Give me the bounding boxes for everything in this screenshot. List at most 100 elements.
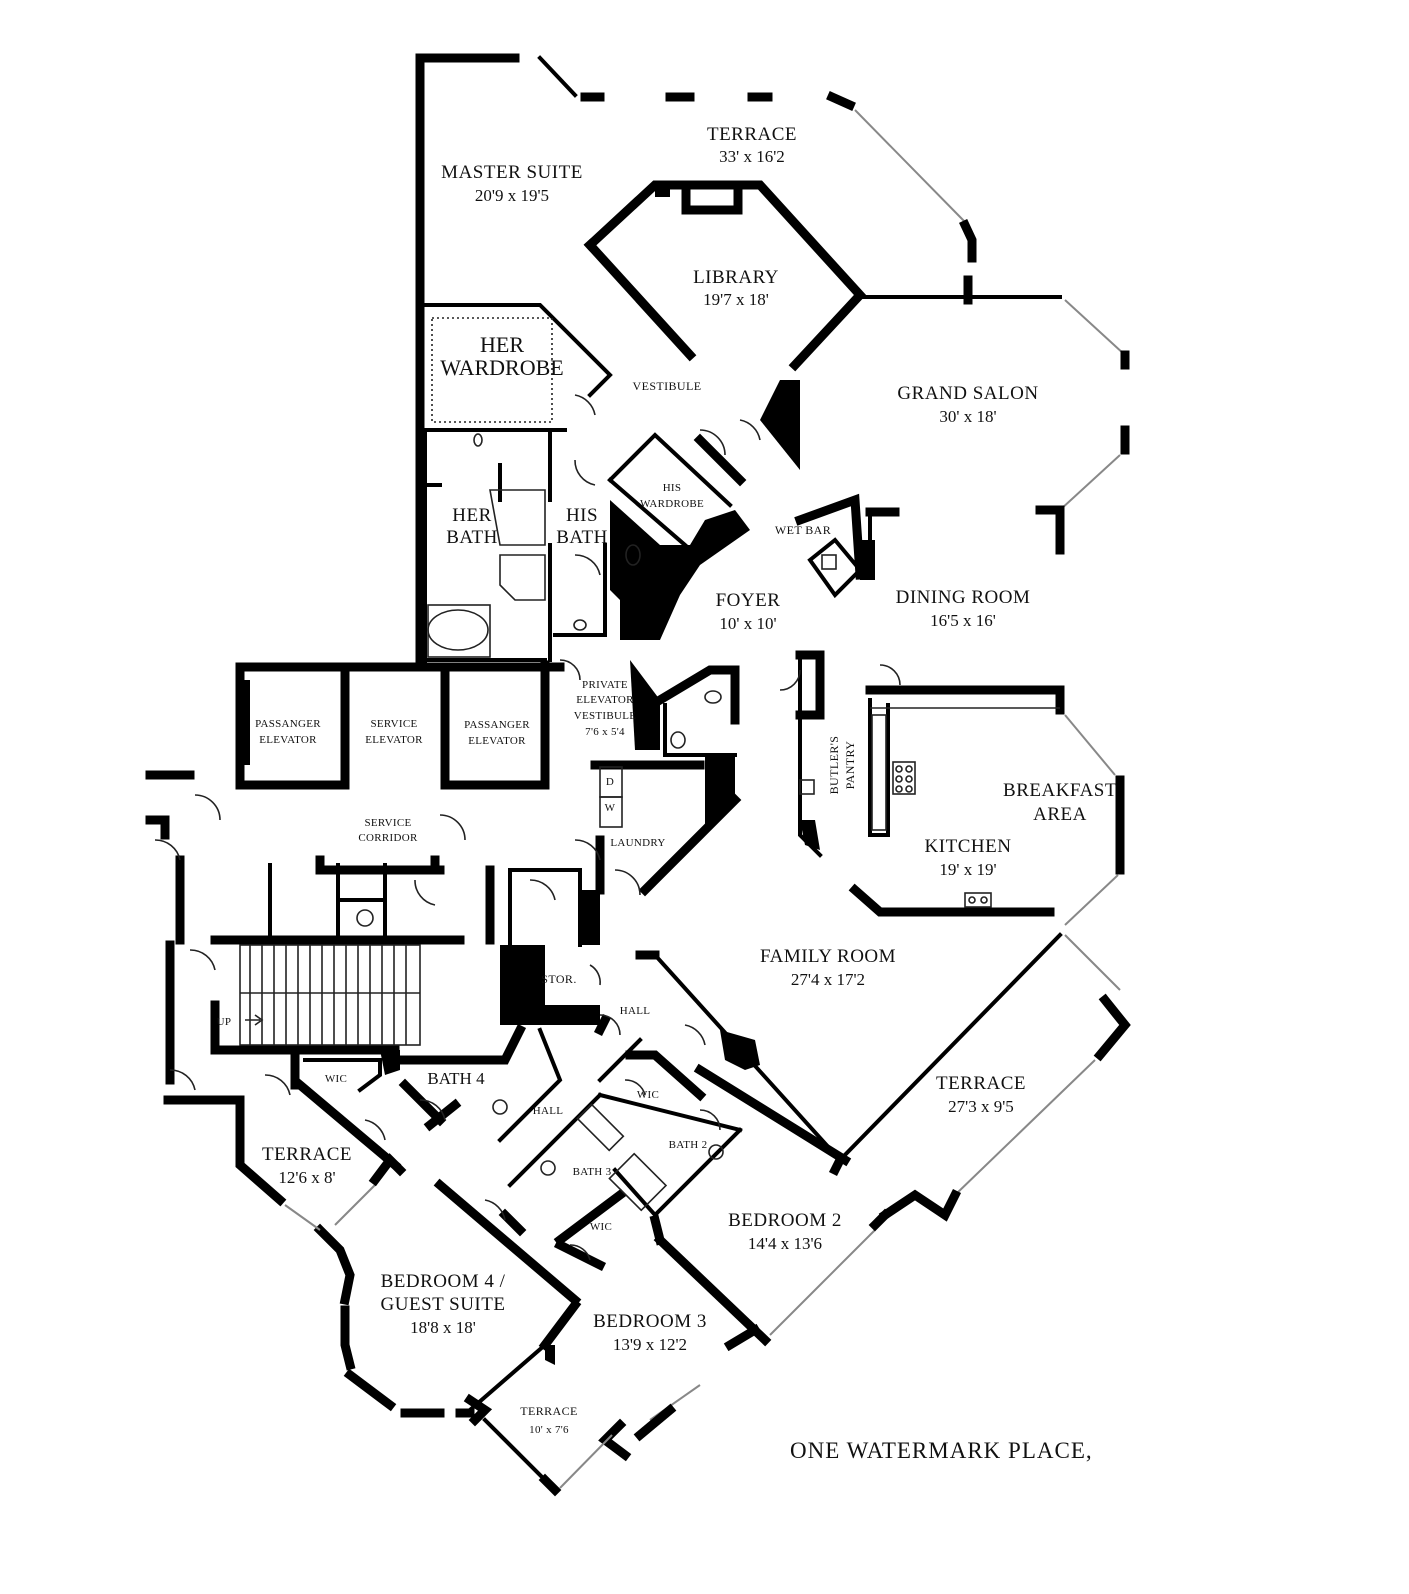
room-name: KITCHEN (925, 836, 1012, 857)
room-name: FOYER (716, 590, 781, 611)
plan-caption: ONE WATERMARK PLACE, (790, 1438, 1093, 1463)
room-bath2: BATH 2 (669, 1139, 708, 1151)
room-dims: 7'6 x 5'4 (585, 726, 625, 738)
staircase (239, 944, 421, 1046)
room-passanger-elevator-2: PASSANGER ELEVATOR (464, 719, 530, 747)
room-wic: WIC (590, 1221, 612, 1233)
room-name: PASSANGER (255, 718, 321, 730)
room-hall: HALL (620, 1005, 651, 1017)
room-name: TERRACE (520, 1404, 577, 1418)
room-name: HER (480, 332, 524, 357)
room-name: CORRIDOR (358, 832, 418, 844)
room-name: WARDROBE (440, 355, 563, 380)
fixtures (154, 317, 1060, 1261)
room-bedroom3: BEDROOM 3 13'9 x 12'2 (593, 1311, 707, 1354)
room-name: PRIVATE (582, 679, 628, 691)
laundry-washer-label: W (605, 802, 616, 814)
room-name: BEDROOM 2 (728, 1210, 842, 1231)
room-breakfast-area: BREAKFAST AREA (1003, 780, 1117, 825)
room-name: PASSANGER (464, 719, 530, 731)
room-name: BUTLER'S (827, 736, 841, 795)
room-name: MASTER SUITE (441, 162, 583, 183)
room-name: SERVICE (364, 817, 411, 829)
room-his-wardrobe: HIS WARDROBE (640, 482, 704, 510)
room-dims: 33' x 16'2 (719, 147, 785, 166)
room-dims: 13'9 x 12'2 (613, 1335, 687, 1354)
room-dims: 20'9 x 19'5 (475, 186, 549, 205)
room-name: BATH (446, 527, 498, 548)
room-labels: TERRACE 33' x 16'2 MASTER SUITE 20'9 x 1… (217, 124, 1117, 1436)
room-terrace-top: TERRACE 33' x 16'2 (707, 124, 797, 166)
room-service-corridor: SERVICE CORRIDOR (358, 817, 418, 844)
room-name: ELEVATOR (468, 735, 526, 747)
room-name: BEDROOM 3 (593, 1311, 707, 1332)
room-stor: STOR. (541, 972, 576, 986)
room-bedroom4: BEDROOM 4 / GUEST SUITE 18'8 x 18' (381, 1271, 506, 1337)
room-dims: 16'5 x 16' (930, 611, 996, 630)
room-name: VESTIBULE (574, 710, 637, 722)
room-dims: 27'4 x 17'2 (791, 970, 865, 989)
room-kitchen: KITCHEN 19' x 19' (925, 836, 1012, 879)
room-wic: WIC (637, 1089, 659, 1101)
room-dims: 30' x 18' (939, 407, 996, 426)
room-dims: 14'4 x 13'6 (748, 1234, 822, 1253)
room-dims: 19'7 x 18' (703, 290, 769, 309)
room-dining-room: DINING ROOM 16'5 x 16' (896, 587, 1031, 630)
room-butlers-pantry: BUTLER'S PANTRY (827, 736, 857, 795)
room-master-suite: MASTER SUITE 20'9 x 19'5 (441, 162, 583, 205)
room-foyer: FOYER 10' x 10' (716, 590, 781, 633)
room-passanger-elevator-1: PASSANGER ELEVATOR (255, 718, 321, 746)
room-name: GUEST SUITE (381, 1294, 506, 1315)
room-service-elevator: SERVICE ELEVATOR (365, 718, 423, 746)
room-name: HER (452, 505, 492, 526)
room-name: HIS (663, 482, 682, 494)
room-terrace-bottom: TERRACE 10' x 7'6 (520, 1404, 577, 1436)
room-name: SERVICE (370, 718, 417, 730)
room-private-elevator-vestibule: PRIVATE ELEVATOR VESTIBULE 7'6 x 5'4 (574, 679, 637, 738)
room-name: FAMILY ROOM (760, 946, 896, 967)
room-name: DINING ROOM (896, 587, 1031, 608)
room-name: LAUNDRY (610, 837, 665, 849)
room-name: BATH (556, 527, 608, 548)
room-name: ELEVATOR (259, 734, 317, 746)
room-name: WARDROBE (640, 498, 704, 510)
room-name: TERRACE (262, 1144, 352, 1165)
room-dims: 10' x 10' (719, 614, 776, 633)
room-terrace-right: TERRACE 27'3 x 9'5 (936, 1073, 1026, 1116)
room-name: ELEVATOR (576, 694, 634, 706)
exterior-walls (145, 53, 1131, 1497)
room-name: TERRACE (707, 124, 797, 145)
room-library: LIBRARY 19'7 x 18' (693, 267, 779, 309)
room-family-room: FAMILY ROOM 27'4 x 17'2 (760, 946, 896, 989)
room-wet-bar: WET BAR (775, 523, 831, 537)
room-hall: HALL (533, 1105, 564, 1117)
room-name: TERRACE (936, 1073, 1026, 1094)
room-dims: 12'6 x 8' (278, 1168, 335, 1187)
room-name: HIS (566, 505, 598, 526)
room-her-bath: HER BATH (446, 505, 498, 548)
solid-masonry (240, 187, 875, 1365)
room-name: AREA (1033, 804, 1087, 825)
room-name: BREAKFAST (1003, 780, 1117, 801)
room-vestibule: VESTIBULE (633, 379, 702, 393)
room-bedroom2: BEDROOM 2 14'4 x 13'6 (728, 1210, 842, 1253)
room-name: LIBRARY (693, 267, 779, 288)
laundry-dryer-label: D (606, 776, 614, 788)
room-his-bath: HIS BATH (556, 505, 608, 548)
room-name: PANTRY (843, 741, 857, 790)
room-bath3: BATH 3 (573, 1166, 612, 1178)
room-terrace-left: TERRACE 12'6 x 8' (262, 1144, 352, 1187)
room-dims: 18'8 x 18' (410, 1318, 476, 1337)
room-bath4: BATH 4 (427, 1069, 485, 1088)
room-grand-salon: GRAND SALON 30' x 18' (897, 383, 1038, 426)
room-dims: 27'3 x 9'5 (948, 1097, 1014, 1116)
room-wic: WIC (325, 1073, 347, 1085)
room-laundry: D W LAUNDRY (605, 776, 666, 849)
room-name: ELEVATOR (365, 734, 423, 746)
stair-up-label: UP (217, 1016, 232, 1028)
room-dims: 19' x 19' (939, 860, 996, 879)
room-her-wardrobe: HER WARDROBE (440, 332, 563, 380)
room-name: GRAND SALON (897, 383, 1038, 404)
room-name: BEDROOM 4 / (381, 1271, 506, 1292)
